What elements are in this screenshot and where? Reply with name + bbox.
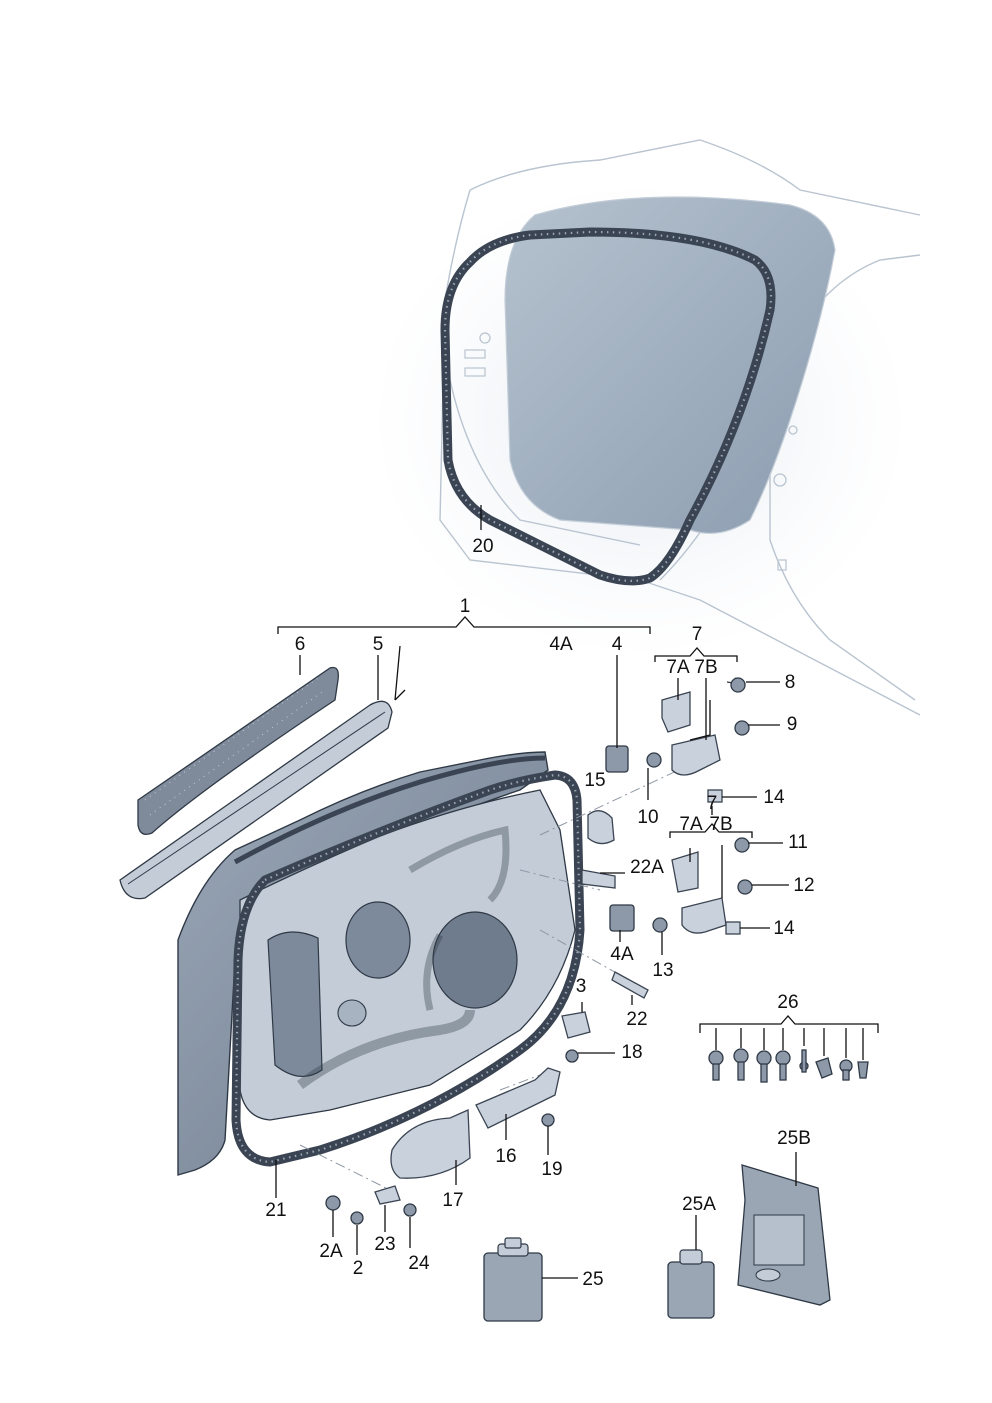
window-channel-seal bbox=[233, 755, 546, 865]
label-12: 12 bbox=[793, 875, 814, 896]
label-3: 3 bbox=[576, 976, 587, 997]
part-18-screw bbox=[565, 1049, 579, 1063]
part-17-cover bbox=[390, 1109, 471, 1179]
part-25b-packet bbox=[737, 1164, 831, 1306]
label-26: 26 bbox=[777, 992, 798, 1013]
part-14-upper-clip bbox=[707, 789, 723, 803]
part-6-insulation-pad bbox=[137, 666, 339, 836]
label-22a: 22A bbox=[630, 857, 664, 878]
label-21: 21 bbox=[265, 1200, 286, 1221]
callout-labels: 1 6 5 4A 4 7 7A 7B 8 9 14 15 10 7 7A 7B … bbox=[265, 536, 814, 1290]
label-2: 2 bbox=[353, 1258, 364, 1279]
label-7-low: 7 bbox=[707, 793, 718, 814]
label-4: 4 bbox=[612, 634, 623, 655]
label-15: 15 bbox=[584, 770, 605, 791]
part-24-screw bbox=[403, 1203, 417, 1217]
label-17: 17 bbox=[442, 1190, 463, 1211]
label-25: 25 bbox=[582, 1269, 603, 1290]
label-19: 19 bbox=[541, 1159, 562, 1180]
label-16: 16 bbox=[495, 1146, 516, 1167]
part-22-bolt bbox=[611, 971, 649, 999]
label-25a: 25A bbox=[682, 1194, 716, 1215]
label-11: 11 bbox=[788, 832, 808, 853]
label-7-top: 7 bbox=[692, 624, 703, 645]
door-inner-module bbox=[267, 825, 518, 1090]
part-5-trim-strip bbox=[119, 700, 393, 900]
label-10: 10 bbox=[637, 807, 658, 828]
label-24: 24 bbox=[408, 1253, 430, 1274]
part-25-container bbox=[483, 1237, 543, 1322]
label-22: 22 bbox=[626, 1009, 647, 1030]
label-20: 20 bbox=[472, 536, 493, 557]
part-11-bolt bbox=[734, 837, 750, 853]
label-25b: 25B bbox=[777, 1128, 811, 1149]
upper-hinge bbox=[661, 691, 721, 776]
label-4a-low: 4A bbox=[610, 944, 634, 965]
label-6: 6 bbox=[295, 634, 306, 655]
door-opening-glass bbox=[504, 196, 836, 534]
part-4-nut-plate bbox=[605, 745, 629, 773]
label-8: 8 bbox=[785, 672, 796, 693]
part-15-cap bbox=[587, 810, 615, 845]
part-4a-nut-plate bbox=[609, 904, 635, 932]
label-14-top: 14 bbox=[763, 787, 785, 808]
part-19-screw bbox=[541, 1113, 555, 1127]
label-7b-top: 7B bbox=[694, 657, 717, 678]
label-5: 5 bbox=[373, 634, 384, 655]
body-door-seal bbox=[440, 227, 776, 586]
part-23-clip bbox=[374, 1185, 401, 1205]
lower-hinge bbox=[671, 845, 727, 934]
part-22a-bolt bbox=[581, 869, 616, 889]
label-7a-low: 7A bbox=[679, 814, 703, 835]
label-18: 18 bbox=[621, 1042, 642, 1063]
label-4a-top: 4A bbox=[549, 634, 573, 655]
label-7a-top: 7A bbox=[666, 657, 690, 678]
label-14-low: 14 bbox=[773, 918, 795, 939]
part-3-cap bbox=[561, 1011, 591, 1039]
door-seal bbox=[231, 770, 585, 1167]
label-2a: 2A bbox=[319, 1241, 343, 1262]
part-25a-container bbox=[667, 1249, 715, 1319]
label-23: 23 bbox=[374, 1234, 395, 1255]
label-1: 1 bbox=[460, 596, 471, 617]
part-2-bolt bbox=[350, 1211, 364, 1225]
part-13-bolt bbox=[652, 917, 668, 933]
part-16-door-check bbox=[475, 1067, 561, 1129]
label-13: 13 bbox=[652, 960, 673, 981]
label-9: 9 bbox=[787, 714, 798, 735]
part-12-bolt bbox=[737, 879, 753, 895]
part-14-lower-clip bbox=[725, 921, 741, 935]
leader-lines bbox=[275, 505, 879, 1279]
bolts-8-9-10 bbox=[646, 677, 750, 768]
part-2a-bolt bbox=[325, 1195, 341, 1211]
label-7b-low: 7B bbox=[709, 814, 732, 835]
part-26-fastener-set bbox=[708, 1048, 869, 1083]
